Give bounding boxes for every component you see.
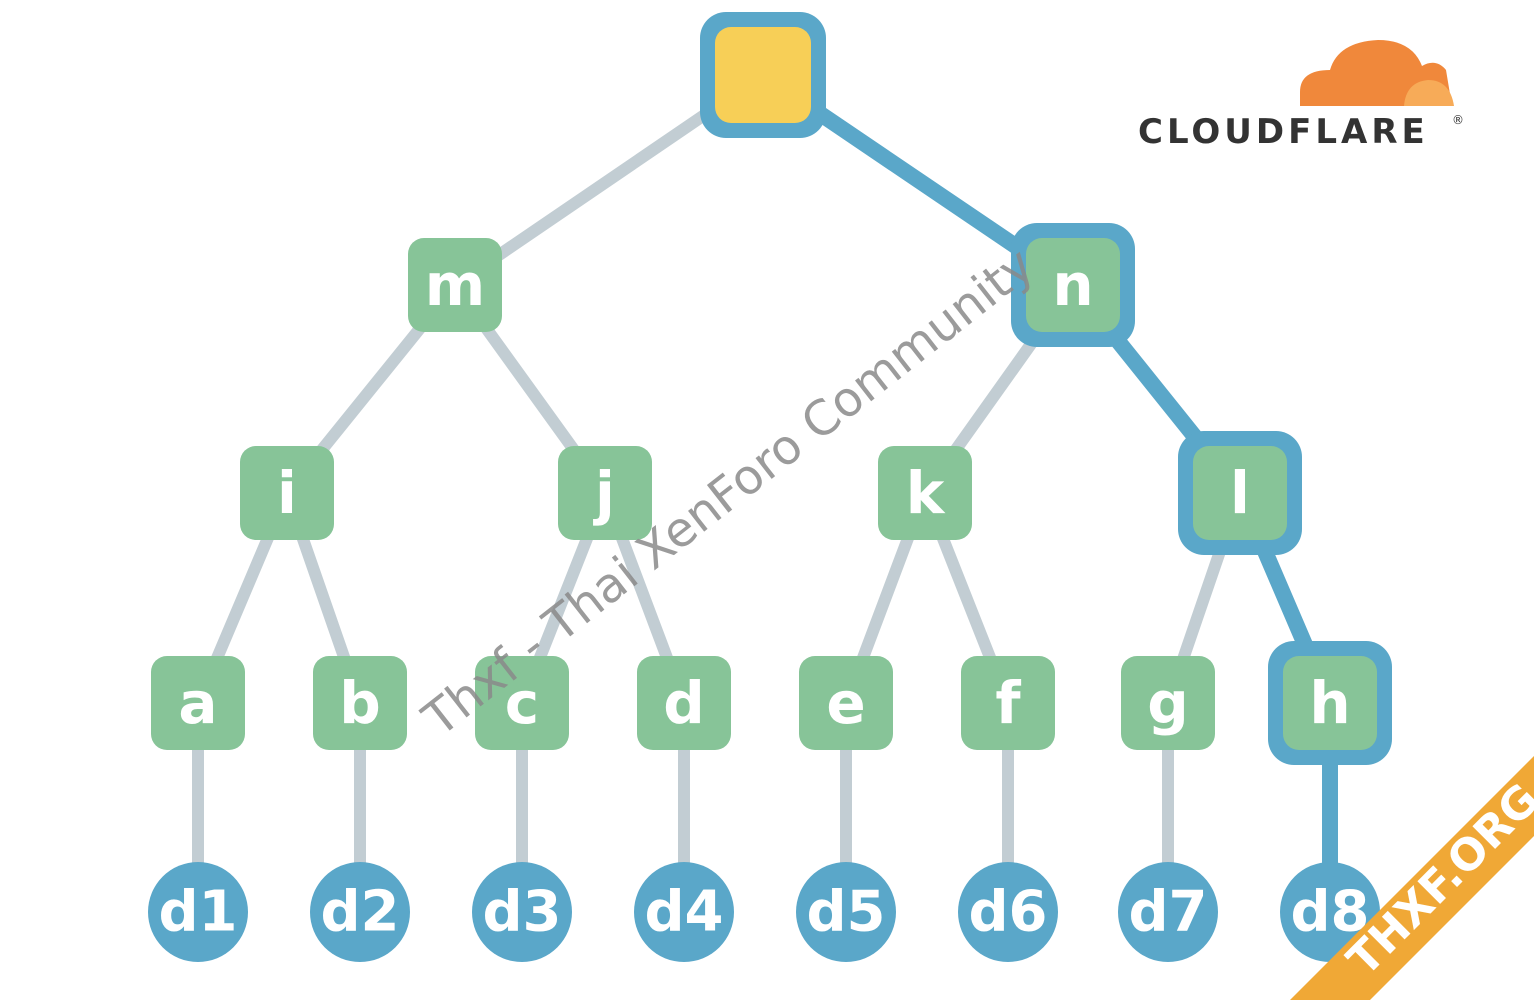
leaf-circle [310, 862, 410, 962]
node-box [1193, 446, 1287, 540]
leaf-node: d4 [634, 862, 734, 962]
node-box [558, 446, 652, 540]
node-label: j [593, 459, 615, 527]
cloudflare-logo: CLOUDFLARE ® [1138, 40, 1464, 152]
tree-node: n [1011, 223, 1135, 347]
node-box [1026, 238, 1120, 332]
node-label: h [1309, 669, 1350, 737]
tree-node: g [1121, 656, 1215, 750]
node-box [151, 656, 245, 750]
node-label: g [1147, 669, 1189, 737]
node-label: m [425, 251, 485, 319]
node-box [240, 446, 334, 540]
node-box [408, 238, 502, 332]
tree-node: h [1268, 641, 1392, 765]
tree-node: k [878, 446, 972, 540]
node-box [1121, 656, 1215, 750]
node-label: c [505, 669, 539, 737]
tree-node: a [151, 656, 245, 750]
leaf-node: d1 [148, 862, 248, 962]
tree-node: m [408, 238, 502, 332]
leaf-circle [796, 862, 896, 962]
leaf-node: d6 [958, 862, 1058, 962]
node-label: n [1052, 251, 1093, 319]
node-label: a [178, 669, 217, 737]
tree-node: e [799, 656, 893, 750]
registered-mark: ® [1452, 113, 1464, 127]
node-label: d3 [482, 880, 561, 945]
node-label: i [277, 459, 297, 527]
tree-node: b [313, 656, 407, 750]
node-label: d2 [320, 880, 399, 945]
node-label: e [826, 669, 865, 737]
node-label: f [995, 669, 1021, 737]
cloud-icon [1300, 40, 1454, 106]
node-box [715, 27, 811, 123]
leaf-node: d5 [796, 862, 896, 962]
brand-name: CLOUDFLARE [1138, 112, 1429, 152]
tree-node: d [637, 656, 731, 750]
node-box [1283, 656, 1377, 750]
root-node [700, 12, 826, 138]
node-label: d1 [158, 880, 237, 945]
tree-node: c [475, 656, 569, 750]
leaf-circle [148, 862, 248, 962]
node-label: b [339, 669, 381, 737]
leaf-circle [1118, 862, 1218, 962]
node-label: d7 [1128, 880, 1207, 945]
banner-ribbon [1290, 756, 1534, 1000]
leaf-circle [958, 862, 1058, 962]
leaf-node: d2 [310, 862, 410, 962]
node-label: d [663, 669, 705, 737]
node-box [878, 446, 972, 540]
leaf-circle [472, 862, 572, 962]
node-box [799, 656, 893, 750]
node-label: d5 [806, 880, 885, 945]
tree-node: j [558, 446, 652, 540]
tree-node: f [961, 656, 1055, 750]
node-label: d6 [968, 880, 1047, 945]
node-box [313, 656, 407, 750]
tree-node: l [1178, 431, 1302, 555]
tree-node: i [240, 446, 334, 540]
leaf-node: d7 [1118, 862, 1218, 962]
node-box [475, 656, 569, 750]
node-box [961, 656, 1055, 750]
leaf-node: d3 [472, 862, 572, 962]
node-label: l [1230, 459, 1250, 527]
node-label: k [906, 459, 946, 527]
node-label: d4 [644, 880, 723, 945]
node-box [637, 656, 731, 750]
leaf-circle [634, 862, 734, 962]
